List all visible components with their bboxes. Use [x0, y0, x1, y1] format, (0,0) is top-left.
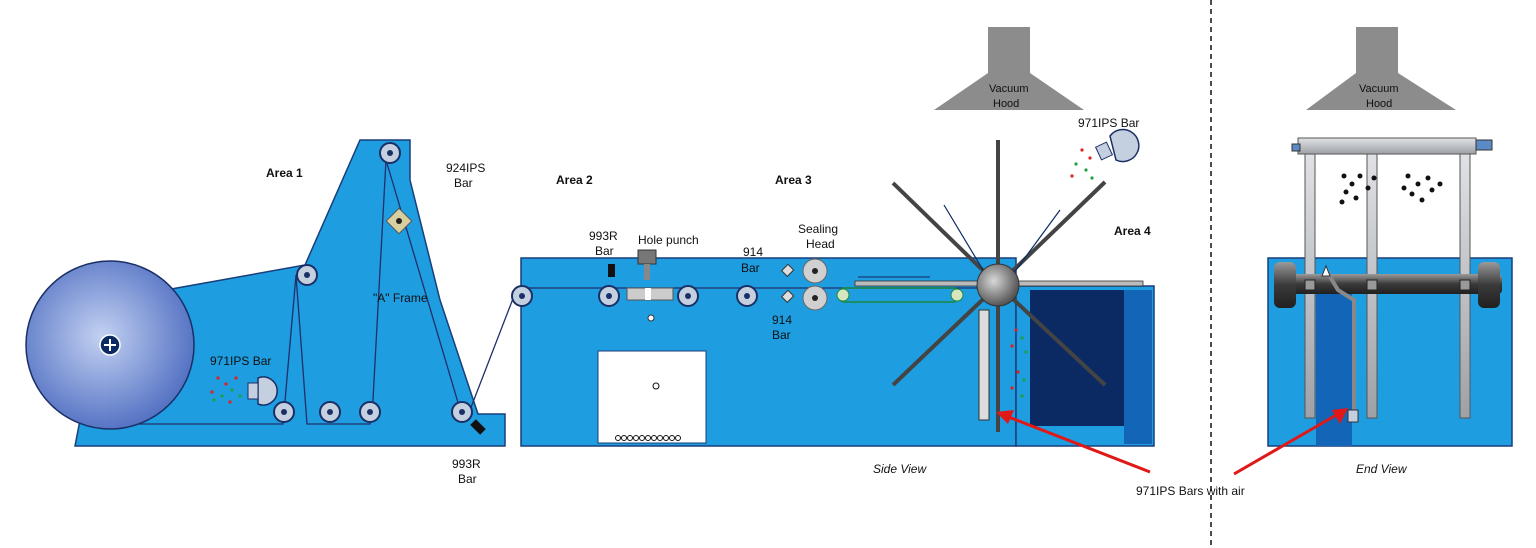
- bar-993r-bottom-label-2: Bar: [458, 472, 477, 486]
- vacuum-hood-side: [934, 27, 1084, 110]
- area-1-label: Area 1: [266, 166, 303, 180]
- vacuum-hood-label: Vacuum: [989, 83, 1029, 95]
- static-bar-993r-top: [608, 264, 615, 277]
- arrow-to-end-bar: [1233, 412, 1339, 476]
- ionizer-971ips-bar-top: [1070, 128, 1140, 180]
- wheel-shaft: [1278, 274, 1502, 294]
- arrow-to-wheel-bar: [1005, 414, 1151, 474]
- end-view-caption: End View: [1356, 462, 1408, 476]
- bar-914-bottom-label: 914: [772, 313, 792, 327]
- stacking-wheel: [891, 140, 1107, 432]
- vacuum-hood-label-2: Hood: [993, 98, 1019, 110]
- area-2-label: Area 2: [556, 173, 593, 187]
- ionizer-971ips-bar-end: [1324, 268, 1356, 420]
- side-view-caption: Side View: [873, 462, 927, 476]
- bar-914-bottom-label-2: Bar: [772, 328, 791, 342]
- punched-chips: [615, 435, 681, 441]
- bars-with-air-label: 971IPS Bars with air: [1136, 484, 1245, 498]
- end-view: [1267, 27, 1513, 447]
- area-4-label: Area 4: [1114, 224, 1151, 238]
- bar-924ips-label-2: Bar: [454, 176, 473, 190]
- punch-waste-bin: [597, 350, 707, 444]
- bar-993r-top-label: 993R: [589, 229, 618, 243]
- wheel-hub: [976, 263, 1020, 307]
- ionizer-971ips-bar-wheel: [978, 309, 990, 421]
- a-frame-label: "A" Frame: [373, 291, 428, 305]
- bar-993r-bottom-label: 993R: [452, 457, 481, 471]
- bar-993r-top-label-2: Bar: [595, 244, 614, 258]
- bar-971ips-top-label: 971IPS Bar: [1078, 116, 1139, 130]
- main-machine-body: [511, 249, 1155, 447]
- bar-924ips-label: 924IPS: [446, 161, 485, 175]
- hole-punch-head: [637, 249, 657, 265]
- ionizer-971ips-bar-left: [257, 376, 278, 406]
- collection-bin-end: [1316, 290, 1352, 446]
- overhead-ionizer-rail: [1297, 137, 1477, 155]
- bar-914-top-label: 914: [743, 245, 763, 259]
- vacuum-hood-end-label: Vacuum: [1359, 83, 1399, 95]
- vacuum-hood-end-label-2: Hood: [1366, 98, 1392, 110]
- static-bar-914-top: [780, 263, 795, 278]
- ion-particles: [210, 376, 242, 404]
- unwind-section: [25, 139, 515, 447]
- sealing-head-label-2: Head: [806, 237, 835, 251]
- sealing-head-label: Sealing: [798, 222, 838, 236]
- hole-punch-label: Hole punch: [638, 233, 699, 247]
- debris-particles: [1339, 173, 1443, 205]
- ion-particles: [1010, 328, 1028, 398]
- bar-914-top-label-2: Bar: [741, 261, 760, 275]
- vacuum-hood-end: [1306, 73, 1456, 110]
- bar-971ips-left-label: 971IPS Bar: [210, 354, 271, 368]
- area-3-label: Area 3: [775, 173, 812, 187]
- static-bar-914-bottom: [780, 289, 795, 304]
- static-bar-993r-bottom: [470, 419, 486, 435]
